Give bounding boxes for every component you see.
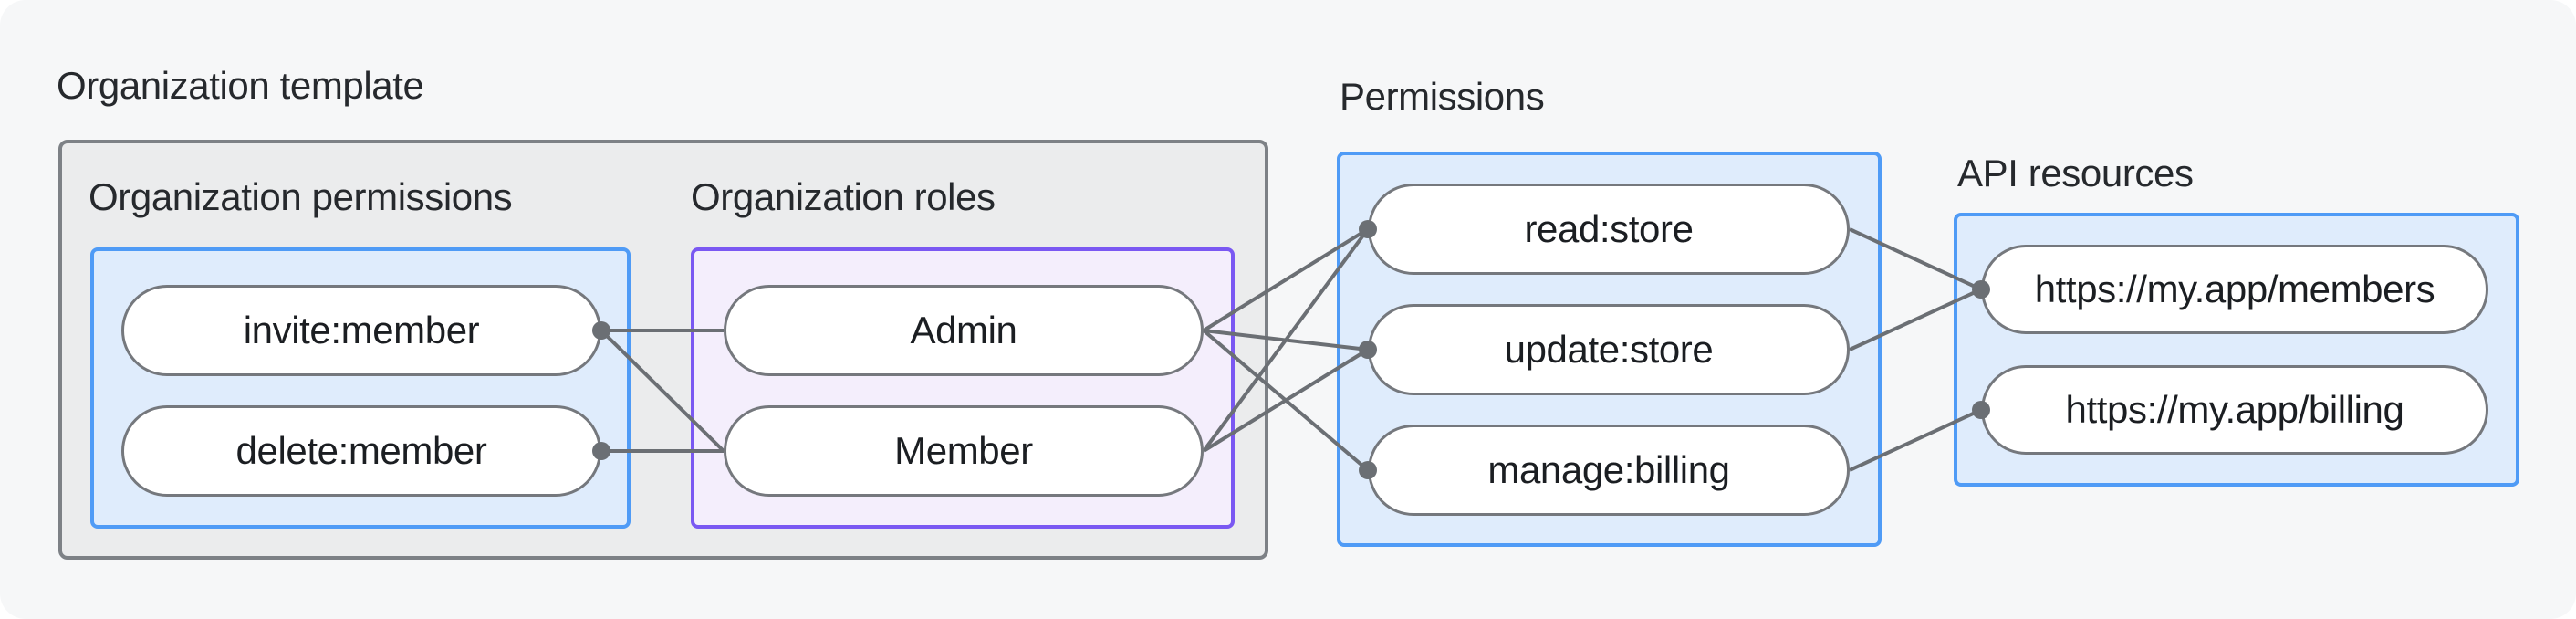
- permissions-label: Permissions: [1340, 75, 1545, 118]
- node-update-store: update:store: [1368, 304, 1850, 395]
- node-delete-member: delete:member: [121, 405, 601, 497]
- organization-roles-label: Organization roles: [691, 175, 996, 218]
- node-members-api-resource: https://my.app/members: [1981, 245, 2488, 334]
- organization-template-label: Organization template: [57, 64, 424, 107]
- node-admin-role: Admin: [724, 285, 1204, 376]
- node-read-store: read:store: [1368, 184, 1850, 275]
- node-billing-api-resource: https://my.app/billing: [1981, 365, 2488, 455]
- api-resources-label: API resources: [1957, 152, 2194, 194]
- node-member-role: Member: [724, 405, 1204, 497]
- node-manage-billing: manage:billing: [1368, 425, 1850, 516]
- node-invite-member: invite:member: [121, 285, 601, 376]
- organization-permissions-label: Organization permissions: [89, 175, 513, 218]
